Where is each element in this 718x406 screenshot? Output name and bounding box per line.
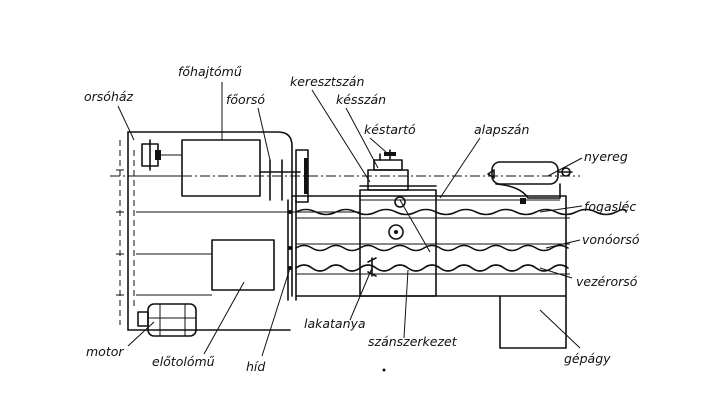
label-keresztszan: keresztszán xyxy=(290,74,364,89)
motor-icon xyxy=(137,303,197,337)
lead-screw xyxy=(295,264,569,272)
chuck-icon xyxy=(295,149,309,203)
feed-gearbox xyxy=(211,239,275,291)
label-hid: híd xyxy=(246,359,265,374)
tailstock xyxy=(487,161,573,204)
label-orsohaz: orsóház xyxy=(84,89,134,104)
label-lakatanya: lakatanya xyxy=(304,316,366,331)
label-gepagy: gépágy xyxy=(564,351,611,366)
label-fohajtomu: főhajtómű xyxy=(178,64,242,79)
main-gearbox xyxy=(181,139,261,197)
label-kestarto: késtartó xyxy=(364,122,416,137)
label-motor: motor xyxy=(86,344,124,359)
rack xyxy=(295,208,627,216)
label-vonoorso: vonóorsó xyxy=(582,232,640,247)
leader-lines xyxy=(117,82,583,357)
label-nyereg: nyereg xyxy=(584,149,628,164)
headstock xyxy=(116,131,360,331)
tool-post xyxy=(359,149,437,191)
label-alapszan: alapszán xyxy=(474,122,529,137)
pulley-icon xyxy=(141,139,161,171)
apron xyxy=(359,189,437,297)
label-elotolomu: előtolómű xyxy=(152,354,215,369)
label-vezerorso: vezérorsó xyxy=(576,274,638,289)
label-foorso: főorsó xyxy=(226,92,265,107)
label-kesszan: késszán xyxy=(336,92,386,107)
label-szanszerkezet: szánszerkezet xyxy=(368,334,458,349)
feed-rod xyxy=(295,244,569,252)
label-fogasléc: fogasléc xyxy=(584,199,636,214)
